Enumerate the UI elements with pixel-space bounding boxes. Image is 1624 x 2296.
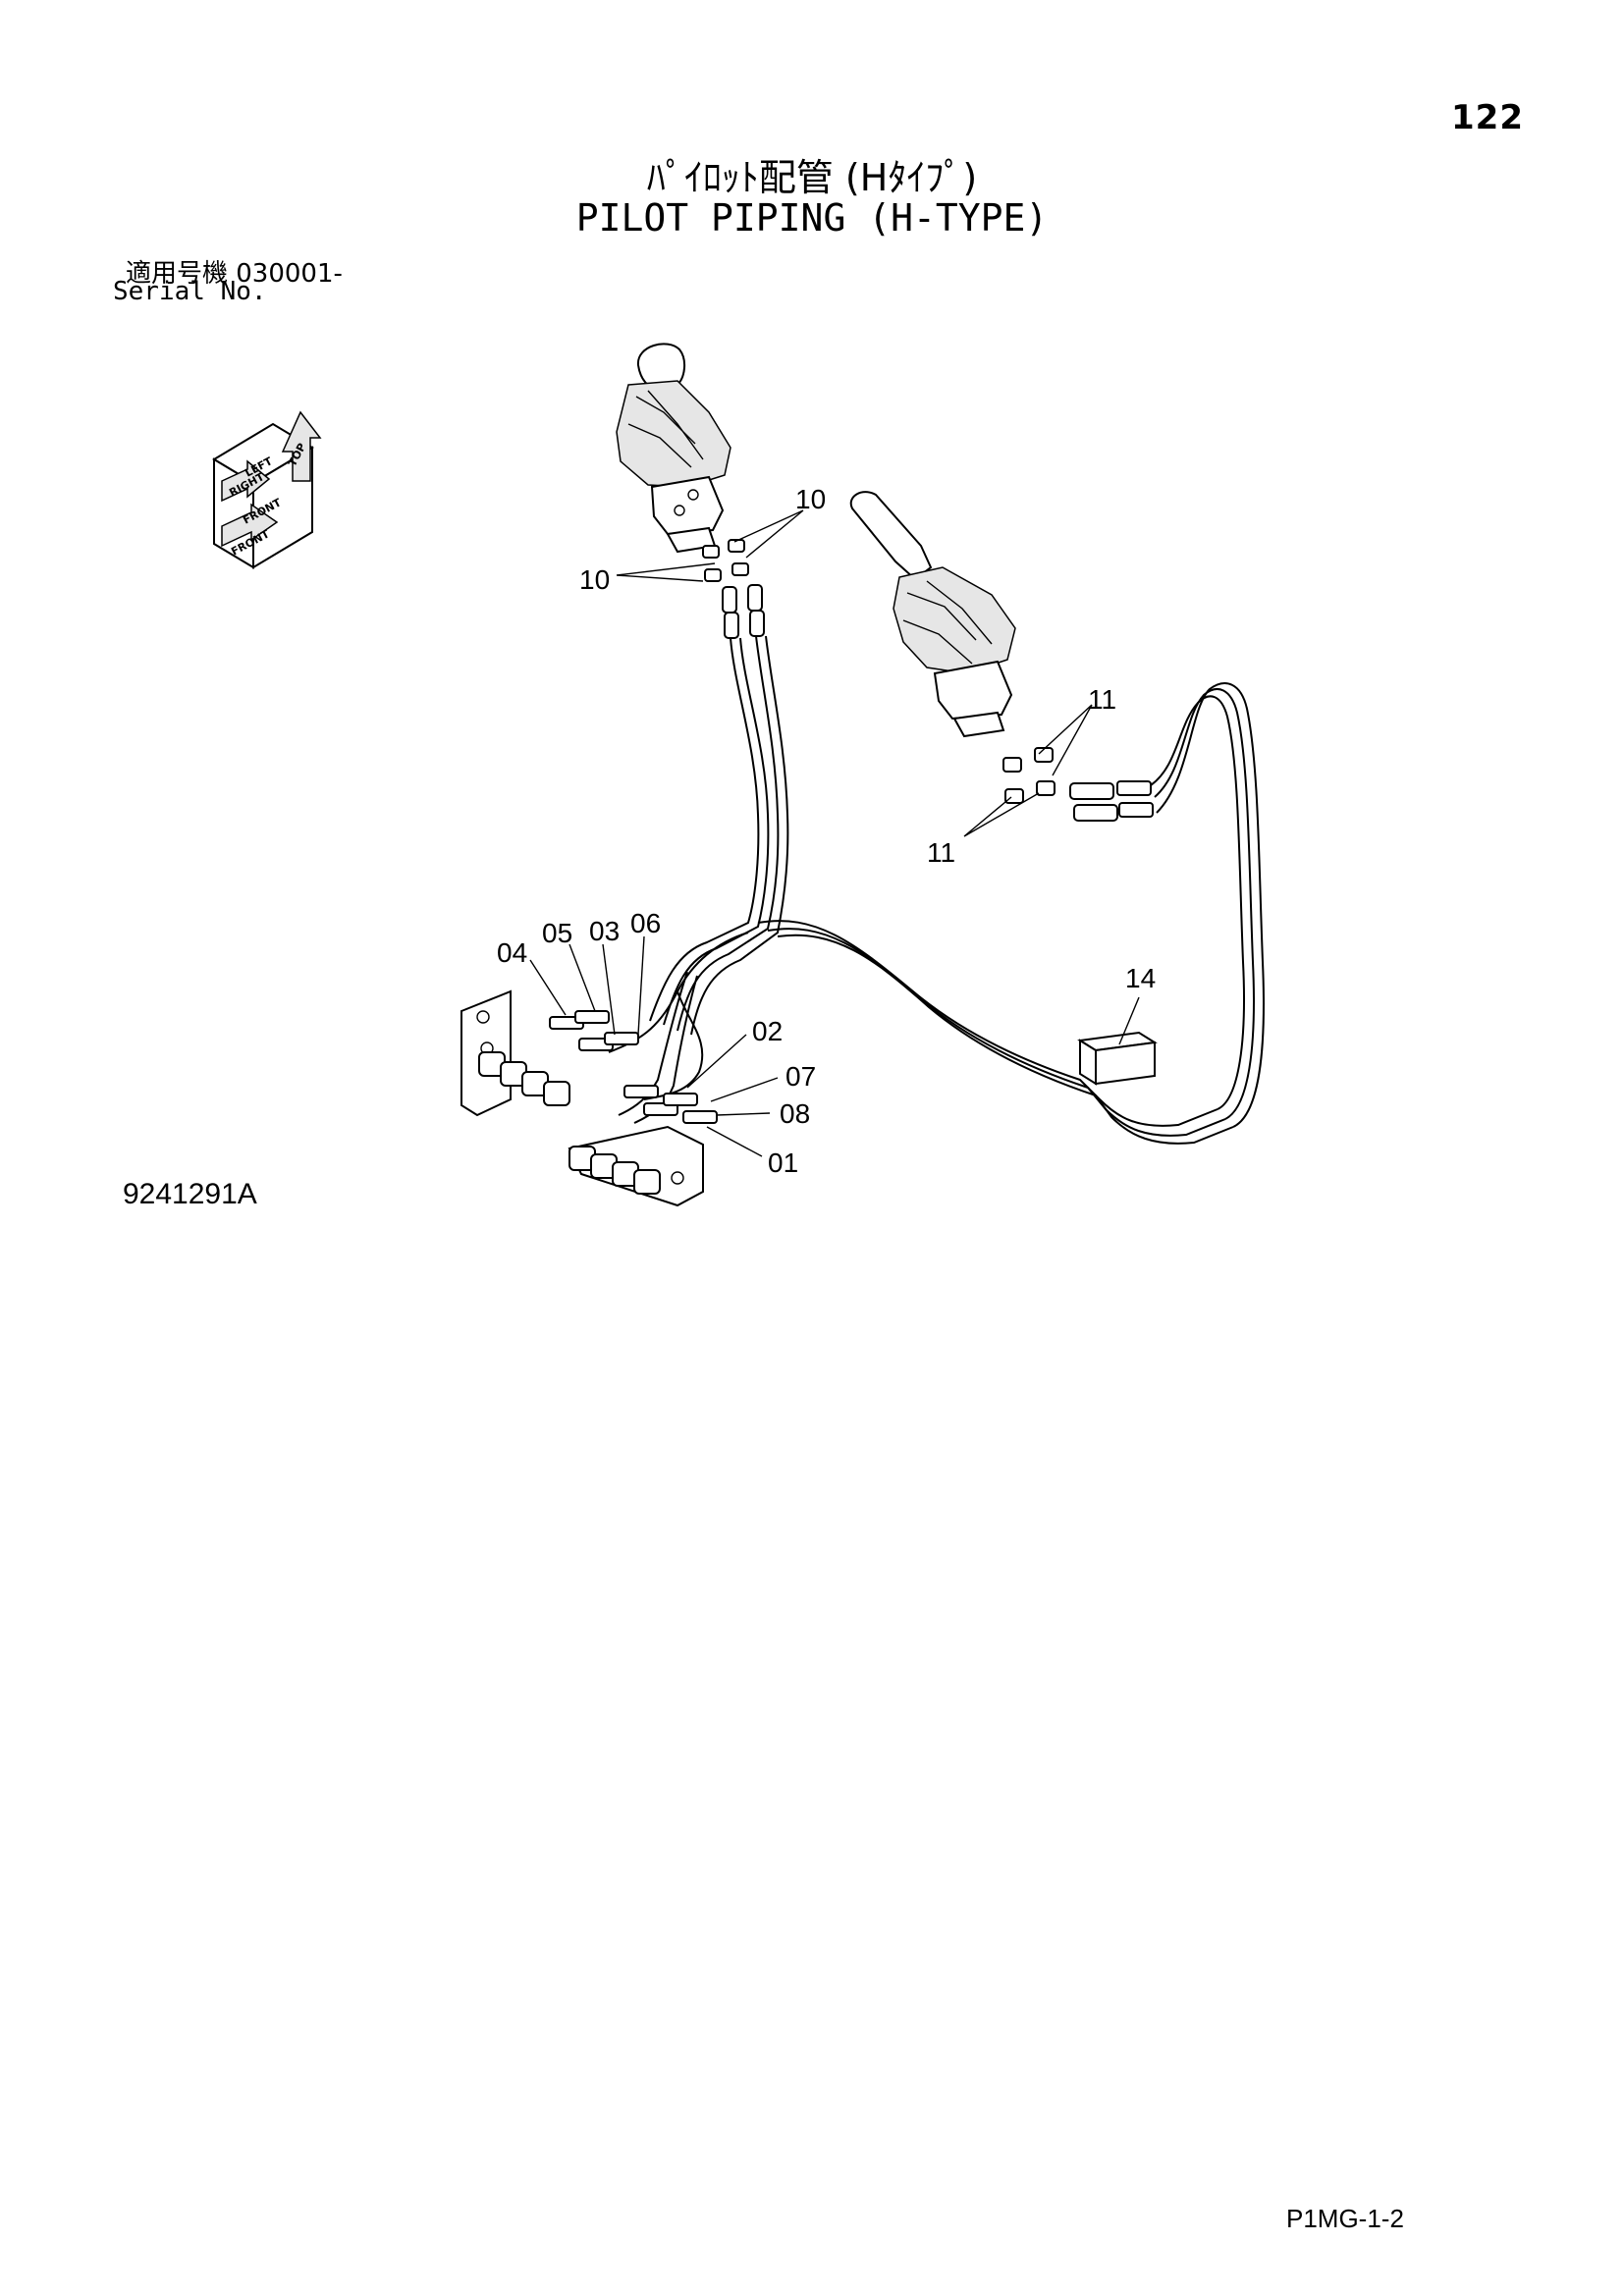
label-03: 03 <box>589 916 620 946</box>
page-number: 122 <box>1451 98 1524 137</box>
label-02: 02 <box>752 1016 783 1046</box>
label-08: 08 <box>780 1098 810 1129</box>
label-05: 05 <box>542 918 572 948</box>
left-pilot-valve <box>616 343 731 554</box>
left-manifold-bracket <box>460 989 639 1117</box>
label-04: 04 <box>497 937 527 968</box>
footer-code: P1MG-1-2 <box>1286 2204 1404 2233</box>
left-fittings-10 <box>702 539 765 639</box>
right-fittings-11 <box>1002 747 1154 822</box>
right-pilot-valve <box>849 491 1016 738</box>
pilot-hoses <box>608 635 1265 1145</box>
serial-range-japanese: 適用号機 030001- <box>126 259 343 289</box>
page-title-english: PILOT PIPING (H-TYPE) <box>575 196 1049 240</box>
figure-number: 9241291A <box>123 1178 257 1210</box>
label-11-lower: 11 <box>927 837 955 868</box>
orientation-icon: TOP LEFT RIGHT FRONT FRONT <box>212 410 322 569</box>
label-10-lower: 10 <box>579 564 610 595</box>
leader-lines <box>529 509 1140 1157</box>
label-11-upper: 11 <box>1088 684 1116 715</box>
part-labels: 10 10 11 11 14 04 05 03 06 02 07 08 01 <box>497 484 1156 1178</box>
label-10-upper: 10 <box>795 484 826 514</box>
label-14: 14 <box>1125 963 1156 993</box>
right-manifold-bracket <box>568 1085 718 1207</box>
label-01: 01 <box>768 1148 798 1178</box>
component-14 <box>1077 1031 1158 1086</box>
serial-number-label: Serial No. <box>113 277 267 306</box>
page-title-japanese: ﾊﾟｲﾛｯﾄ配管 (Hﾀｲﾌﾟ) <box>646 156 978 199</box>
label-06: 06 <box>630 908 661 938</box>
label-07: 07 <box>785 1061 816 1092</box>
